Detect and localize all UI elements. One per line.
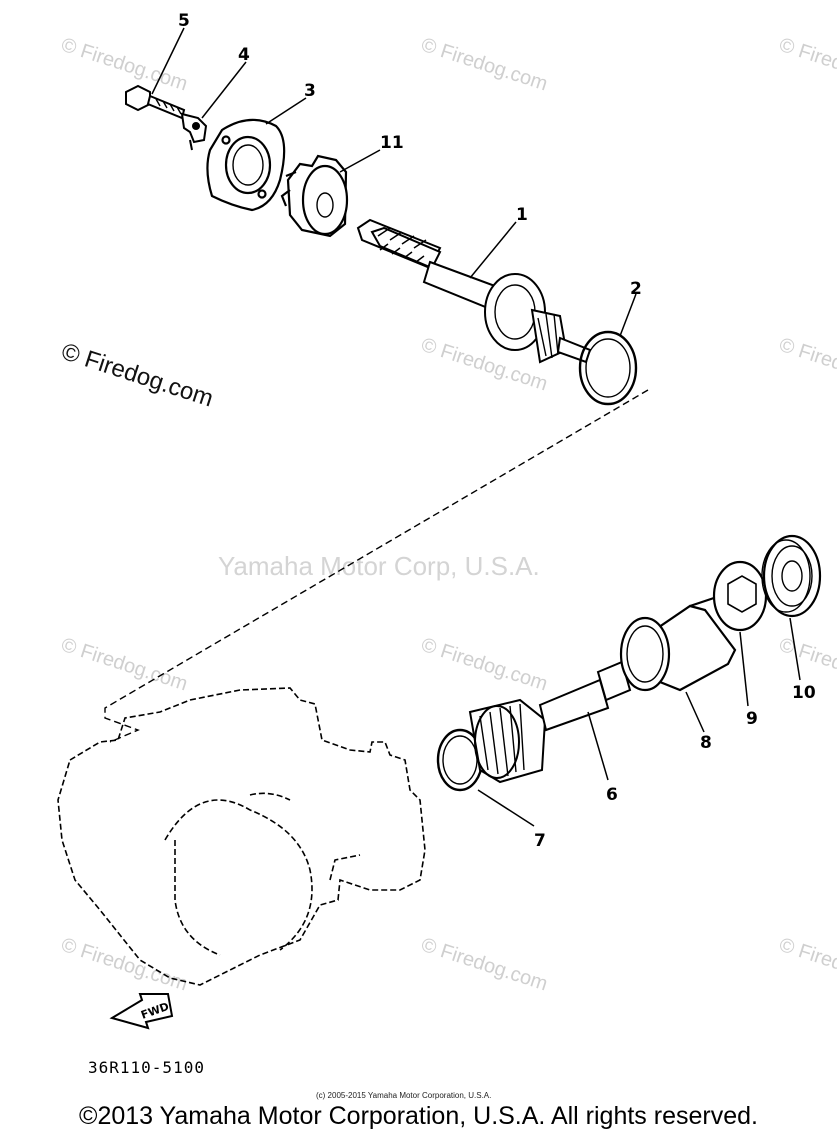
coupler-part	[280, 154, 349, 238]
diagram-part-code: 36R110-5100	[88, 1058, 205, 1077]
watermark: © Firedog.com	[58, 34, 190, 96]
callout-7: 7	[534, 831, 546, 851]
callout-1: 1	[516, 205, 528, 225]
callout-5: 5	[178, 11, 190, 31]
callout-9: 9	[746, 709, 758, 729]
callout-8: 8	[700, 733, 712, 753]
leader-lines	[151, 27, 801, 827]
forward-arrow: FWD	[109, 993, 174, 1030]
watermark: © Firedog.com	[776, 334, 837, 396]
engine-case-outline	[57, 687, 426, 986]
bearing-part	[761, 534, 822, 618]
callout-4: 4	[238, 45, 250, 65]
lock-washer-part	[180, 112, 208, 151]
shim-ring-part	[578, 330, 638, 406]
callout-11: 11	[380, 133, 404, 153]
watermark-dark: © Firedog.com	[58, 338, 216, 412]
watermark: © Firedog.com	[58, 634, 190, 696]
watermark: © Firedog.com	[418, 34, 550, 96]
callout-labels: 1 2 3 4 5 6 7 8 9 10 11	[178, 11, 816, 851]
bolt-part	[125, 84, 186, 120]
small-copyright: (c) 2005-2015 Yamaha Motor Corporation, …	[316, 1091, 491, 1100]
driven-shaft-part	[468, 660, 632, 784]
bearing-housing-part	[619, 594, 737, 692]
watermark: © Firedog.com	[418, 634, 550, 696]
drive-shaft-part	[356, 218, 592, 364]
watermark: © Firedog.com	[418, 934, 550, 996]
watermark-center: Yamaha Motor Corp, U.S.A.	[218, 551, 540, 581]
lock-nut-part	[712, 560, 768, 632]
watermark: © Firedog.com	[58, 934, 190, 996]
bearing-retainer-plate	[206, 118, 286, 212]
watermark: © Firedog.com	[776, 934, 837, 996]
footer-copyright: ©2013 Yamaha Motor Corporation, U.S.A. A…	[79, 1102, 758, 1130]
callout-10: 10	[792, 683, 816, 703]
watermark: © Firedog.com	[776, 34, 837, 96]
assembly-link-line	[104, 389, 649, 743]
callout-6: 6	[606, 785, 618, 805]
callout-2: 2	[630, 279, 642, 299]
callout-3: 3	[304, 81, 316, 101]
